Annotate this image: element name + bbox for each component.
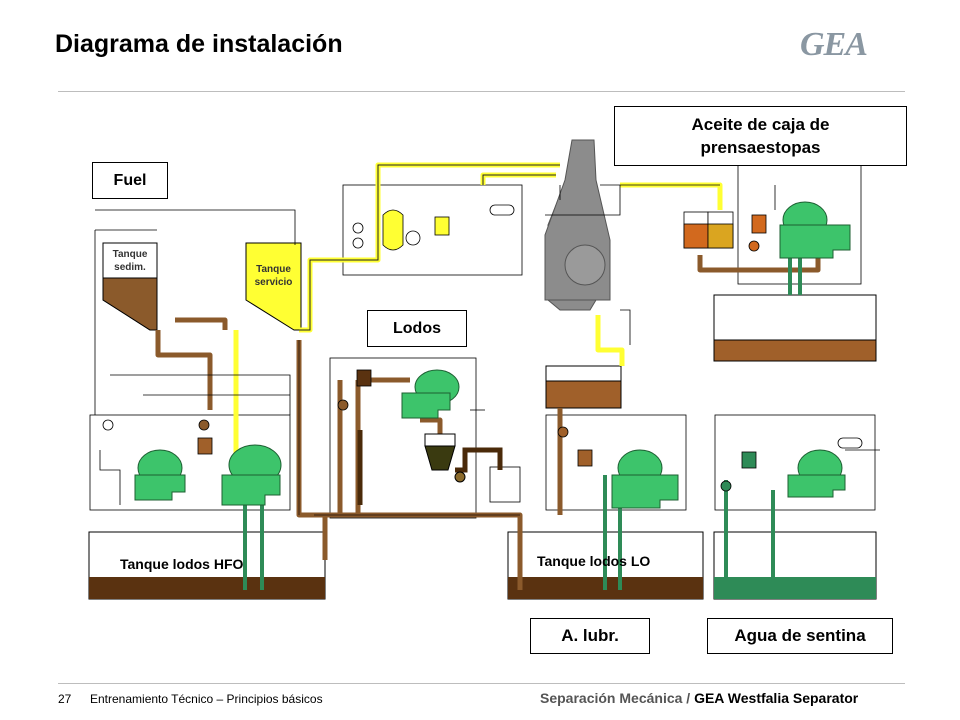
separator-hfo-1	[134, 449, 186, 501]
label-tanque-servicio: Tanque servicio	[254, 264, 293, 288]
separator-sludge	[401, 369, 460, 419]
hfo-frame	[89, 414, 291, 511]
tanque-lodos-hfo-fill	[89, 577, 325, 599]
separator-hfo-2	[221, 444, 282, 506]
footer-company: Separación Mecánica / GEA Westfalia Sepa…	[540, 690, 858, 706]
separator-bilge	[787, 449, 846, 498]
gea-logo: GEA	[800, 26, 868, 63]
label-aceite-caja: Aceite de caja de prensaestopas	[614, 106, 907, 166]
engine-oil-sludge	[545, 380, 622, 409]
lo-main-frame	[545, 414, 687, 511]
label-tanque-lodos-lo: Tanque lodos LO	[537, 553, 651, 569]
label-tanque-lodos-hfo: Tanque lodos HFO	[120, 556, 244, 572]
page-number: 27	[58, 692, 72, 706]
label-a-lubr: A. lubr.	[530, 618, 650, 654]
booster-frame	[342, 184, 523, 276]
footer-divider	[58, 683, 905, 684]
tanque-de-lodos-fill	[713, 339, 877, 362]
sludge-cone	[424, 433, 466, 483]
separator-lo	[611, 449, 679, 509]
label-fuel: Fuel	[92, 162, 168, 199]
label-agua-sentina: Agua de sentina	[707, 618, 893, 654]
sludge-small-tank	[489, 466, 521, 503]
tanque-sedim	[102, 242, 158, 331]
footer-division: Separación Mecánica /	[540, 690, 695, 706]
separator-lo-caja	[779, 201, 851, 259]
sludge-frame	[329, 357, 477, 519]
bilge-frame	[714, 414, 876, 511]
footer-course: Entrenamiento Técnico – Principios básic…	[90, 692, 323, 706]
tanque-servicio	[245, 242, 302, 331]
header-divider	[58, 91, 905, 92]
footer-brand: GEA Westfalia Separator	[694, 690, 859, 706]
engine	[544, 139, 611, 311]
page-title: Diagrama de instalación	[55, 30, 343, 58]
label-tanque-sedim: Tanque sedim.	[112, 249, 148, 273]
tanque-agua-sentina-fill	[714, 577, 876, 599]
label-lodos: Lodos	[367, 310, 467, 347]
